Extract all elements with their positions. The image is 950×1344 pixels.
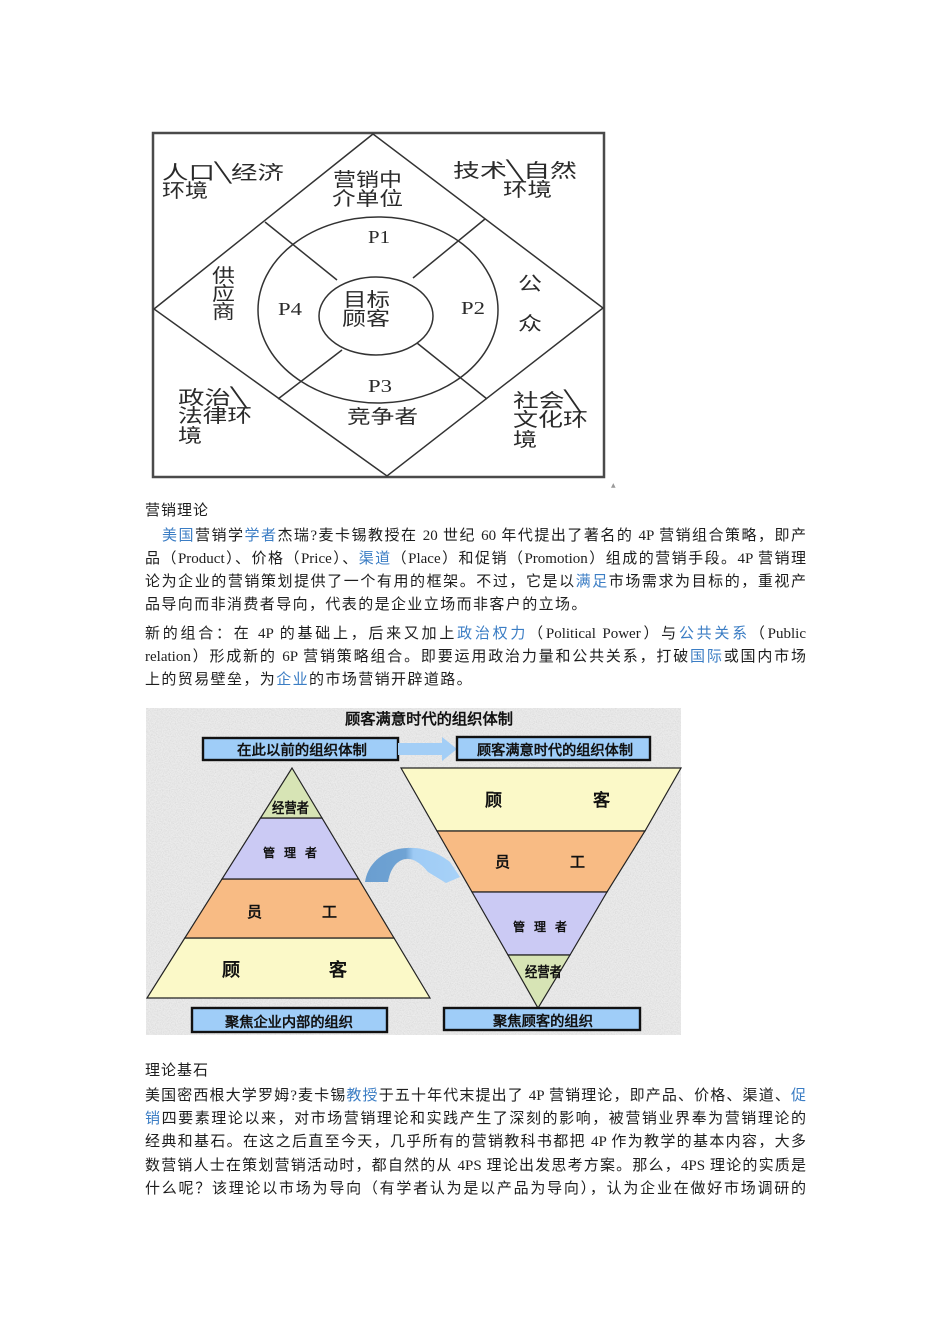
diagram-title: 顾客满意时代的组织体制 [345,710,513,728]
text-line: 什么呢？该理论以市场为导向（有学者认为是以产品为导向），认为企业在做好市场调研的 [145,1178,806,1201]
label-supplier-2: 应 [212,283,235,305]
label-political-legal-line2: 法律环 [178,405,252,427]
label-population-economy-line2: 环境 [162,180,208,202]
text-line: 品（Product）、价格（Price）、渠道（Place）和促销（Promot… [145,548,806,571]
section-heading-marketing-theory: 营销理论 [145,503,210,519]
text-segment: 经典和基石。在这之后直至今天，几乎所有的营销教科书都把 4P 作为教学的基本内容… [145,1134,806,1150]
label-intermediaries-line2: 介单位 [332,188,403,210]
label-p3: P3 [368,376,392,396]
text-line: 美国密西根大学罗姆?麦卡锡教授于五十年代末提出了 4P 营销理论，即产品、价格、… [145,1085,806,1108]
link-usa[interactable]: 美国 [162,528,195,544]
text-segment: 于五十年代末提出了 4P 营销理论，即产品、价格、渠道、 [378,1088,791,1104]
text-segment: 数营销人士在策划营销活动时，都自然的从 4PS 理论出发思考方案。那么，4PS … [145,1158,806,1174]
text-line: 销四要素理论以来，对市场营销理论和实践产生了深刻的影响，被营销业界奉为营销理论的 [145,1108,806,1131]
divider-line-lower-left [277,349,343,400]
label-supplier-1: 供 [212,265,235,287]
text-line: 上的贸易壁垒，为企业的市场营销开辟道路。 [145,669,806,692]
text-segment: 新的组合：在 4P 的基础上，后来又加上 [145,626,458,642]
text-segment: （Public [749,626,806,642]
link-satisfy[interactable]: 满足 [575,574,609,590]
label-political-legal: 政治╲ [178,386,249,409]
link-public-relations[interactable]: 公共关系 [678,626,750,642]
text-line: 美国营销学学者杰瑞?麦卡锡教授在 20 世纪 60 年代提出了著名的 4P 营销… [162,525,806,548]
text-line: 品导向而非消费者导向，代表的是企业立场而非客户的立场。 [145,594,806,617]
footer-customer-focus-label: 聚焦顾客的组织 [492,1013,593,1030]
text-segment: 或国内市场 [723,649,806,665]
label-public-2: 众 [518,313,542,335]
label-technology-nature: 技术╲自然 [453,159,577,182]
label-social-cultural-line3: 境 [513,429,537,451]
text-segment: 什么呢？该理论以市场为导向（有学者认为是以产品为导向），认为企业在做好市场调研的 [145,1181,806,1197]
org-structure-diagram: 顾客满意时代的组织体制 在此以前的组织体制 顾客满意时代的组织体制 经营者 管理… [145,708,683,1035]
marketing-environment-diagram: 人口╲经济 环境 营销中 介单位 技术╲自然 环境 供 应 商 公 众 目标 顾… [151,131,616,489]
text-line: relation）形成新的 6P 营销策略组合。即要运用政治力量和公共关系，打破… [145,646,806,669]
link-channel[interactable]: 渠道 [358,551,392,567]
text-segment: 美国密西根大学罗姆?麦卡锡 [145,1088,347,1104]
label-intermediaries: 营销中 [333,169,402,191]
label-social-cultural-line2: 文化环 [513,409,588,431]
inner-ring-target-customer [318,276,434,356]
label-supplier-3: 商 [212,301,235,323]
text-segment: 品导向而非消费者导向，代表的是企业立场而非客户的立场。 [145,597,588,613]
inverted-layer-executive [506,954,572,1010]
label-p1: P1 [368,227,390,247]
text-segment: relation）形成新的 6P 营销策略组合。即要运用政治力量和公共关系，打破 [145,649,691,665]
link-enterprise[interactable]: 企业 [276,672,310,688]
environment-diamond [152,133,605,477]
label-social-cultural: 社会╲ [513,389,582,412]
pyramid-manager-label: 管理者 [263,845,317,860]
label-technology-nature-line2: 环境 [503,179,552,201]
label-target-customer-line2: 顾客 [342,308,390,330]
diagram-frame [151,131,606,479]
corner-mark-icon: ▲ [611,482,616,489]
divider-line-upper-right [412,218,486,279]
curved-arrow-icon [365,847,460,883]
label-p4: P4 [278,299,302,319]
header-before-label: 在此以前的组织体制 [237,742,367,759]
footer-box-customer-focus [442,1006,642,1032]
text-segment: 论为企业的营销策划提供了一个有用的框架。不过，它是以 [145,574,576,590]
label-public-1: 公 [518,273,542,295]
label-competitor: 竞争者 [347,406,418,428]
pyramid-executive-label: 经营者 [272,800,309,817]
right-arrow-icon [398,737,457,761]
text-segment: （Place）和促销（Promotion）组成的营销手段。4P 营销理 [391,551,806,567]
inverted-layer-customer [399,767,683,832]
text-segment: 杰瑞?麦卡锡教授在 20 世纪 60 年代提出了著名的 4P 营销组合策略，即产 [277,528,806,544]
link-promotion-part2[interactable]: 销 [145,1111,162,1127]
pyramid-layer-executive [259,766,324,819]
text-segment: 四要素理论以来，对市场营销理论和实践产生了深刻的影响，被营销业界奉为营销理论的 [161,1111,806,1127]
link-scholar[interactable]: 学者 [244,528,278,544]
section-heading-theory-foundation: 理论基石 [145,1063,210,1079]
link-international[interactable]: 国际 [690,649,724,665]
inverted-manager-label: 管理者 [513,919,567,934]
text-line: 数营销人士在策划营销活动时，都自然的从 4PS 理论出发思考方案。那么，4PS … [145,1155,806,1178]
label-population-economy: 人口╲经济 [162,161,284,184]
text-segment: （Political Power）与 [528,626,679,642]
pyramid-layer-staff [183,878,396,939]
text-segment: 的市场营销开辟道路。 [309,672,474,688]
link-promotion-part1[interactable]: 促 [790,1088,806,1104]
text-line: 经典和基石。在这之后直至今天，几乎所有的营销教科书都把 4P 作为教学的基本内容… [145,1131,806,1154]
text-segment: 上的贸易壁垒，为 [145,672,277,688]
label-target-customer: 目标 [343,289,390,311]
footer-box-internal-focus [190,1006,389,1034]
text-line: 论为企业的营销策划提供了一个有用的框架。不过，它是以满足市场需求为目标的，重视产 [145,571,806,594]
header-box-customer-era [455,735,652,762]
link-political-power[interactable]: 政治权力 [457,626,529,642]
text-segment: 品（Product）、价格（Price）、 [145,551,359,567]
outer-ring [257,216,499,404]
pyramid-layer-customer [145,937,432,999]
footer-internal-focus-label: 聚焦企业内部的组织 [224,1014,353,1031]
header-customer-era-label: 顾客满意时代的组织体制 [477,742,633,759]
text-segment: 营销学 [194,528,245,544]
text-line: 新的组合：在 4P 的基础上，后来又加上政治权力（Political Power… [145,623,806,646]
divider-line-lower-right [416,342,488,400]
label-political-legal-line3: 境 [178,425,202,447]
text-segment: 市场需求为目标的，重视产 [608,574,806,590]
label-p2: P2 [461,298,485,318]
link-professor[interactable]: 教授 [346,1088,379,1104]
inverted-executive-label: 经营者 [525,964,562,981]
divider-line-upper-left [264,221,338,281]
